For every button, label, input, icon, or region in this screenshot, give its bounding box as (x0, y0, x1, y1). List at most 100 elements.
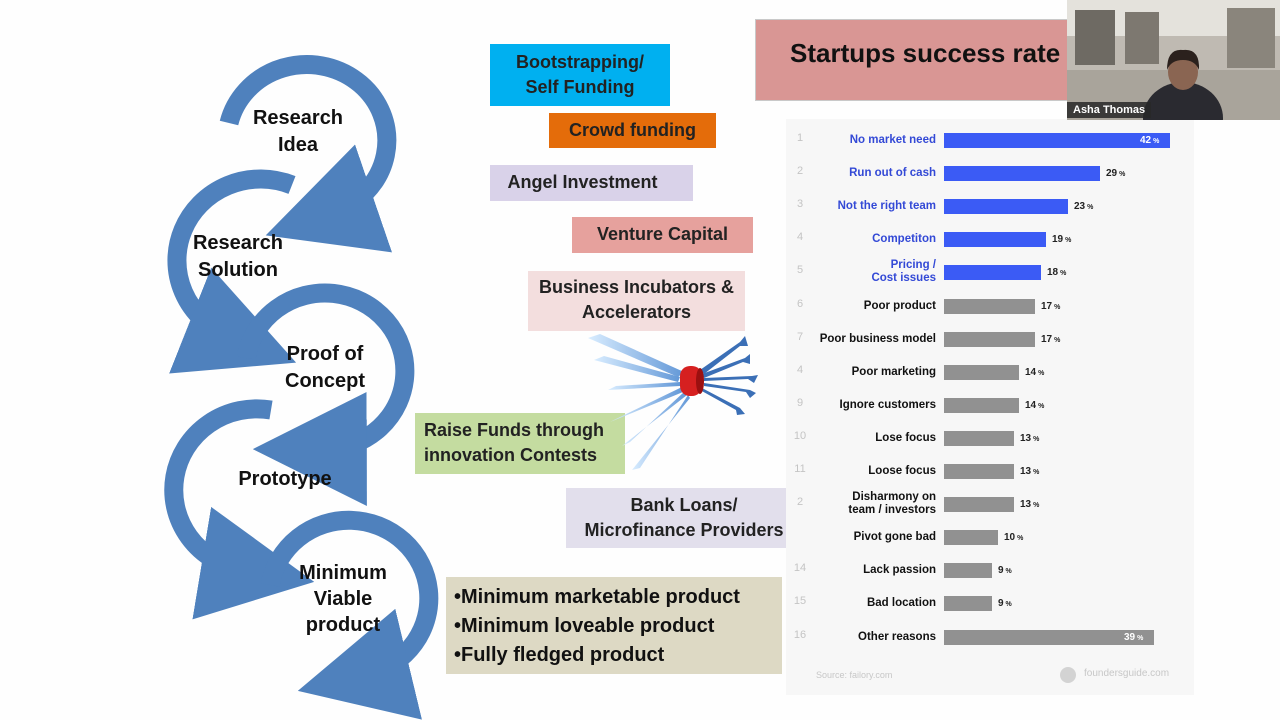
arrow-research-solution (167, 169, 297, 374)
category-label: Pricing /Cost issues (871, 259, 936, 285)
funding-label: Raise Funds through (424, 420, 604, 440)
bar (944, 298, 1035, 314)
value-label: 14 % (1025, 399, 1045, 411)
bar (944, 265, 1041, 281)
value-label: 14 % (1025, 366, 1045, 378)
rank-label: 16 (793, 628, 807, 641)
bar (944, 530, 998, 546)
step-label: Prototype (238, 468, 332, 490)
funding-label: Business Incubators & (538, 277, 735, 297)
funding-label: innovation Contests (424, 445, 598, 465)
category-label: Poor marketing (851, 365, 936, 378)
bar (944, 430, 1014, 446)
category-label: Lack passion (863, 564, 936, 577)
bar (944, 596, 992, 612)
category-label: Poor product (863, 299, 936, 312)
chart-row: 9 Ignore customers 14 % (786, 389, 1194, 422)
step-label: product (305, 614, 381, 636)
step-label: Minimum (299, 562, 387, 584)
funding-innovation-contests: Raise Funds through innovation Contests (415, 413, 625, 474)
bar (944, 199, 1068, 215)
category-label: Competiton (872, 233, 936, 246)
product-level-item: •Minimum marketable product (454, 586, 740, 608)
value-label: 10 % (1004, 532, 1024, 544)
value-label: 17 % (1041, 300, 1061, 312)
webcam-feed (1067, 0, 1280, 120)
rank-label: 11 (794, 463, 806, 475)
funding-angel-investment: Angel Investment (490, 165, 693, 201)
step-label: Solution (198, 259, 278, 281)
category-label: No market need (849, 134, 936, 146)
value-label: 29 % (1106, 168, 1126, 180)
webcam-video-tile[interactable]: Asha Thomas (1067, 0, 1280, 120)
value-label: 39 % (1124, 631, 1144, 643)
bar (944, 232, 1046, 248)
chart-row: 6 Poor product 17 % (786, 290, 1194, 323)
product-level-item: •Minimum loveable product (454, 615, 715, 637)
funding-label: Accelerators (581, 302, 692, 322)
rank-label: 14 (793, 562, 807, 575)
chart-title: Startups success rate (790, 38, 1061, 68)
step-proof-of-concept: Proof of Concept (255, 341, 395, 395)
value-label: 18 % (1047, 267, 1067, 279)
category-label: Other reasons (858, 630, 936, 643)
chart-row: 10 Lose focus 13 % (786, 422, 1194, 455)
step-research-idea: Research Idea (228, 105, 368, 159)
arrow-research-idea (219, 55, 397, 253)
funding-label: Bootstrapping/ (516, 52, 644, 72)
bar (944, 397, 1019, 413)
rank-label: 2 (796, 496, 804, 509)
step-prototype: Prototype (215, 466, 355, 493)
funnel-illustration (588, 334, 758, 470)
rank-label: 1 (796, 132, 804, 144)
bar (944, 464, 1014, 479)
chart-row: 4 Poor marketing 14 % (786, 356, 1194, 389)
bar (944, 563, 992, 579)
funding-bootstrapping: Bootstrapping/ Self Funding (490, 44, 670, 106)
rank-label: 10 (793, 429, 807, 442)
brand-logo-icon (1060, 667, 1076, 683)
step-label: Idea (277, 134, 319, 156)
category-label: Ignore customers (839, 398, 937, 411)
rank-label: 2 (796, 165, 804, 178)
participant-name: Asha Thomas (1067, 102, 1152, 118)
rank-label: 7 (796, 330, 804, 343)
value-label: 23 % (1074, 201, 1094, 213)
funding-bank-loans: Bank Loans/ Microfinance Providers (566, 488, 796, 548)
bar (944, 497, 1014, 513)
chart-row: 16 Other reasons 39 % (786, 621, 1194, 654)
chart-brand: foundersguide.com (1084, 668, 1170, 679)
rank-label: 6 (796, 297, 804, 310)
category-label: Poor business model (819, 332, 936, 345)
value-label: 13 % (1020, 466, 1040, 477)
value-label: 13 % (1020, 432, 1040, 444)
bar (944, 331, 1035, 347)
arrow-prototype (164, 399, 315, 620)
step-label: Research (192, 232, 284, 254)
step-label: Research (252, 107, 344, 129)
funding-venture-capital: Venture Capital (572, 217, 753, 253)
bar (944, 629, 1154, 645)
rank-label: 3 (796, 198, 804, 211)
chart-source: Source: failory.com (816, 670, 893, 680)
product-levels-box: •Minimum marketable product •Minimum lov… (446, 577, 782, 674)
rank-label: 4 (796, 363, 804, 376)
arrow-mvp (260, 510, 439, 720)
category-label: Lose focus (875, 431, 936, 444)
lifecycle-arrows (164, 55, 439, 720)
funding-label: Self Funding (525, 77, 635, 97)
chart-title-box: Startups success rate (755, 19, 1085, 101)
rank-label: 9 (796, 396, 804, 409)
product-level-item: •Fully fledged product (454, 644, 665, 666)
arrow-proof-of-concept (236, 283, 415, 506)
